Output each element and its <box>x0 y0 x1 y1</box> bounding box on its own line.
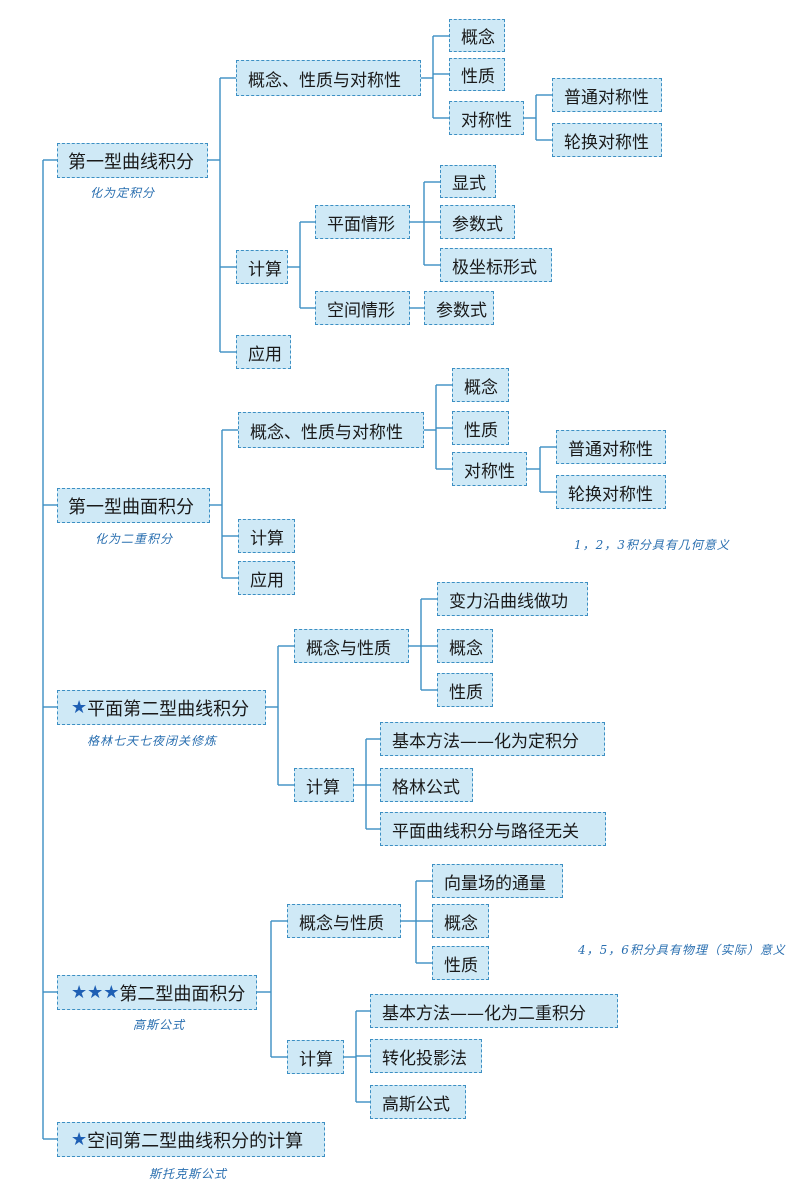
b2-calc-node[interactable]: 计算 <box>238 519 295 553</box>
b4-concept-node[interactable]: 概念与性质 <box>287 904 401 938</box>
b1-plane-node[interactable]: 平面情形 <box>315 205 410 239</box>
side-note-physical: 4，5，6积分具有物理（实际）意义 <box>578 943 786 957</box>
b1-concept-item[interactable]: 对称性 <box>449 101 524 135</box>
b4-calc-item[interactable]: 基本方法——化为二重积分 <box>370 994 618 1028</box>
b2-concept-item[interactable]: 对称性 <box>452 452 527 486</box>
b2-concept-node[interactable]: 概念、性质与对称性 <box>238 412 424 448</box>
branch-4-note: 高斯公式 <box>133 1018 186 1032</box>
branch-5-note: 斯托克斯公式 <box>149 1167 228 1181</box>
star-icon: ★ <box>71 697 88 718</box>
b2-concept-item[interactable]: 性质 <box>452 411 509 445</box>
b3-calc-node[interactable]: 计算 <box>294 768 354 802</box>
b1-concept-node[interactable]: 概念、性质与对称性 <box>236 60 421 96</box>
b3-concept-item[interactable]: 概念 <box>437 629 493 663</box>
branch-3-note: 格林七天七夜闭关修炼 <box>87 734 218 748</box>
star-icon: ★ <box>71 1129 88 1150</box>
b3-calc-item[interactable]: 平面曲线积分与路径无关 <box>380 812 606 846</box>
b3-calc-item[interactable]: 基本方法——化为定积分 <box>380 722 605 756</box>
branch-3-title[interactable]: ★平面第二型曲线积分 <box>57 690 266 725</box>
b4-concept-item[interactable]: 向量场的通量 <box>432 864 563 898</box>
b1-space-node[interactable]: 空间情形 <box>315 291 410 325</box>
branch-4-title-text: 第二型曲面积分 <box>119 983 246 1005</box>
branch-5-title-text: 空间第二型曲线积分的计算 <box>87 1130 304 1152</box>
b2-concept-item[interactable]: 概念 <box>452 368 509 402</box>
b3-concept-item[interactable]: 变力沿曲线做功 <box>437 582 588 616</box>
b4-concept-item[interactable]: 概念 <box>432 904 489 938</box>
b1-concept-item[interactable]: 概念 <box>449 19 505 52</box>
b3-concept-item[interactable]: 性质 <box>437 673 493 707</box>
b3-calc-item[interactable]: 格林公式 <box>380 768 473 802</box>
b3-concept-node[interactable]: 概念与性质 <box>294 629 409 663</box>
branch-1-note: 化为定积分 <box>90 186 156 200</box>
b1-app-node[interactable]: 应用 <box>236 335 291 369</box>
b4-calc-item[interactable]: 高斯公式 <box>370 1085 466 1119</box>
b2-app-node[interactable]: 应用 <box>238 561 295 595</box>
b4-calc-item[interactable]: 转化投影法 <box>370 1039 482 1073</box>
b1-symmetry-item[interactable]: 普通对称性 <box>552 78 662 112</box>
b1-symmetry-item[interactable]: 轮换对称性 <box>552 123 662 157</box>
b1-plane-item[interactable]: 极坐标形式 <box>440 248 552 282</box>
side-note-geometric: 1，2，3积分具有几何意义 <box>574 538 730 552</box>
branch-3-title-text: 平面第二型曲线积分 <box>87 698 250 720</box>
b1-plane-item[interactable]: 显式 <box>440 165 496 198</box>
b1-calc-node[interactable]: 计算 <box>236 250 288 284</box>
b2-symmetry-item[interactable]: 轮换对称性 <box>556 475 666 509</box>
b1-plane-item[interactable]: 参数式 <box>440 205 515 239</box>
branch-2-title[interactable]: 第一型曲面积分 <box>57 488 210 523</box>
branch-4-title[interactable]: ★★★第二型曲面积分 <box>57 975 257 1010</box>
branch-5-title[interactable]: ★空间第二型曲线积分的计算 <box>57 1122 325 1157</box>
b1-space-item[interactable]: 参数式 <box>424 291 494 325</box>
b4-concept-item[interactable]: 性质 <box>432 946 489 980</box>
b4-calc-node[interactable]: 计算 <box>287 1040 344 1074</box>
branch-2-note: 化为二重积分 <box>95 532 174 546</box>
branch-1-title[interactable]: 第一型曲线积分 <box>57 143 208 178</box>
b2-symmetry-item[interactable]: 普通对称性 <box>556 430 666 464</box>
b1-concept-item[interactable]: 性质 <box>449 58 505 91</box>
three-star-icon: ★★★ <box>71 982 120 1003</box>
